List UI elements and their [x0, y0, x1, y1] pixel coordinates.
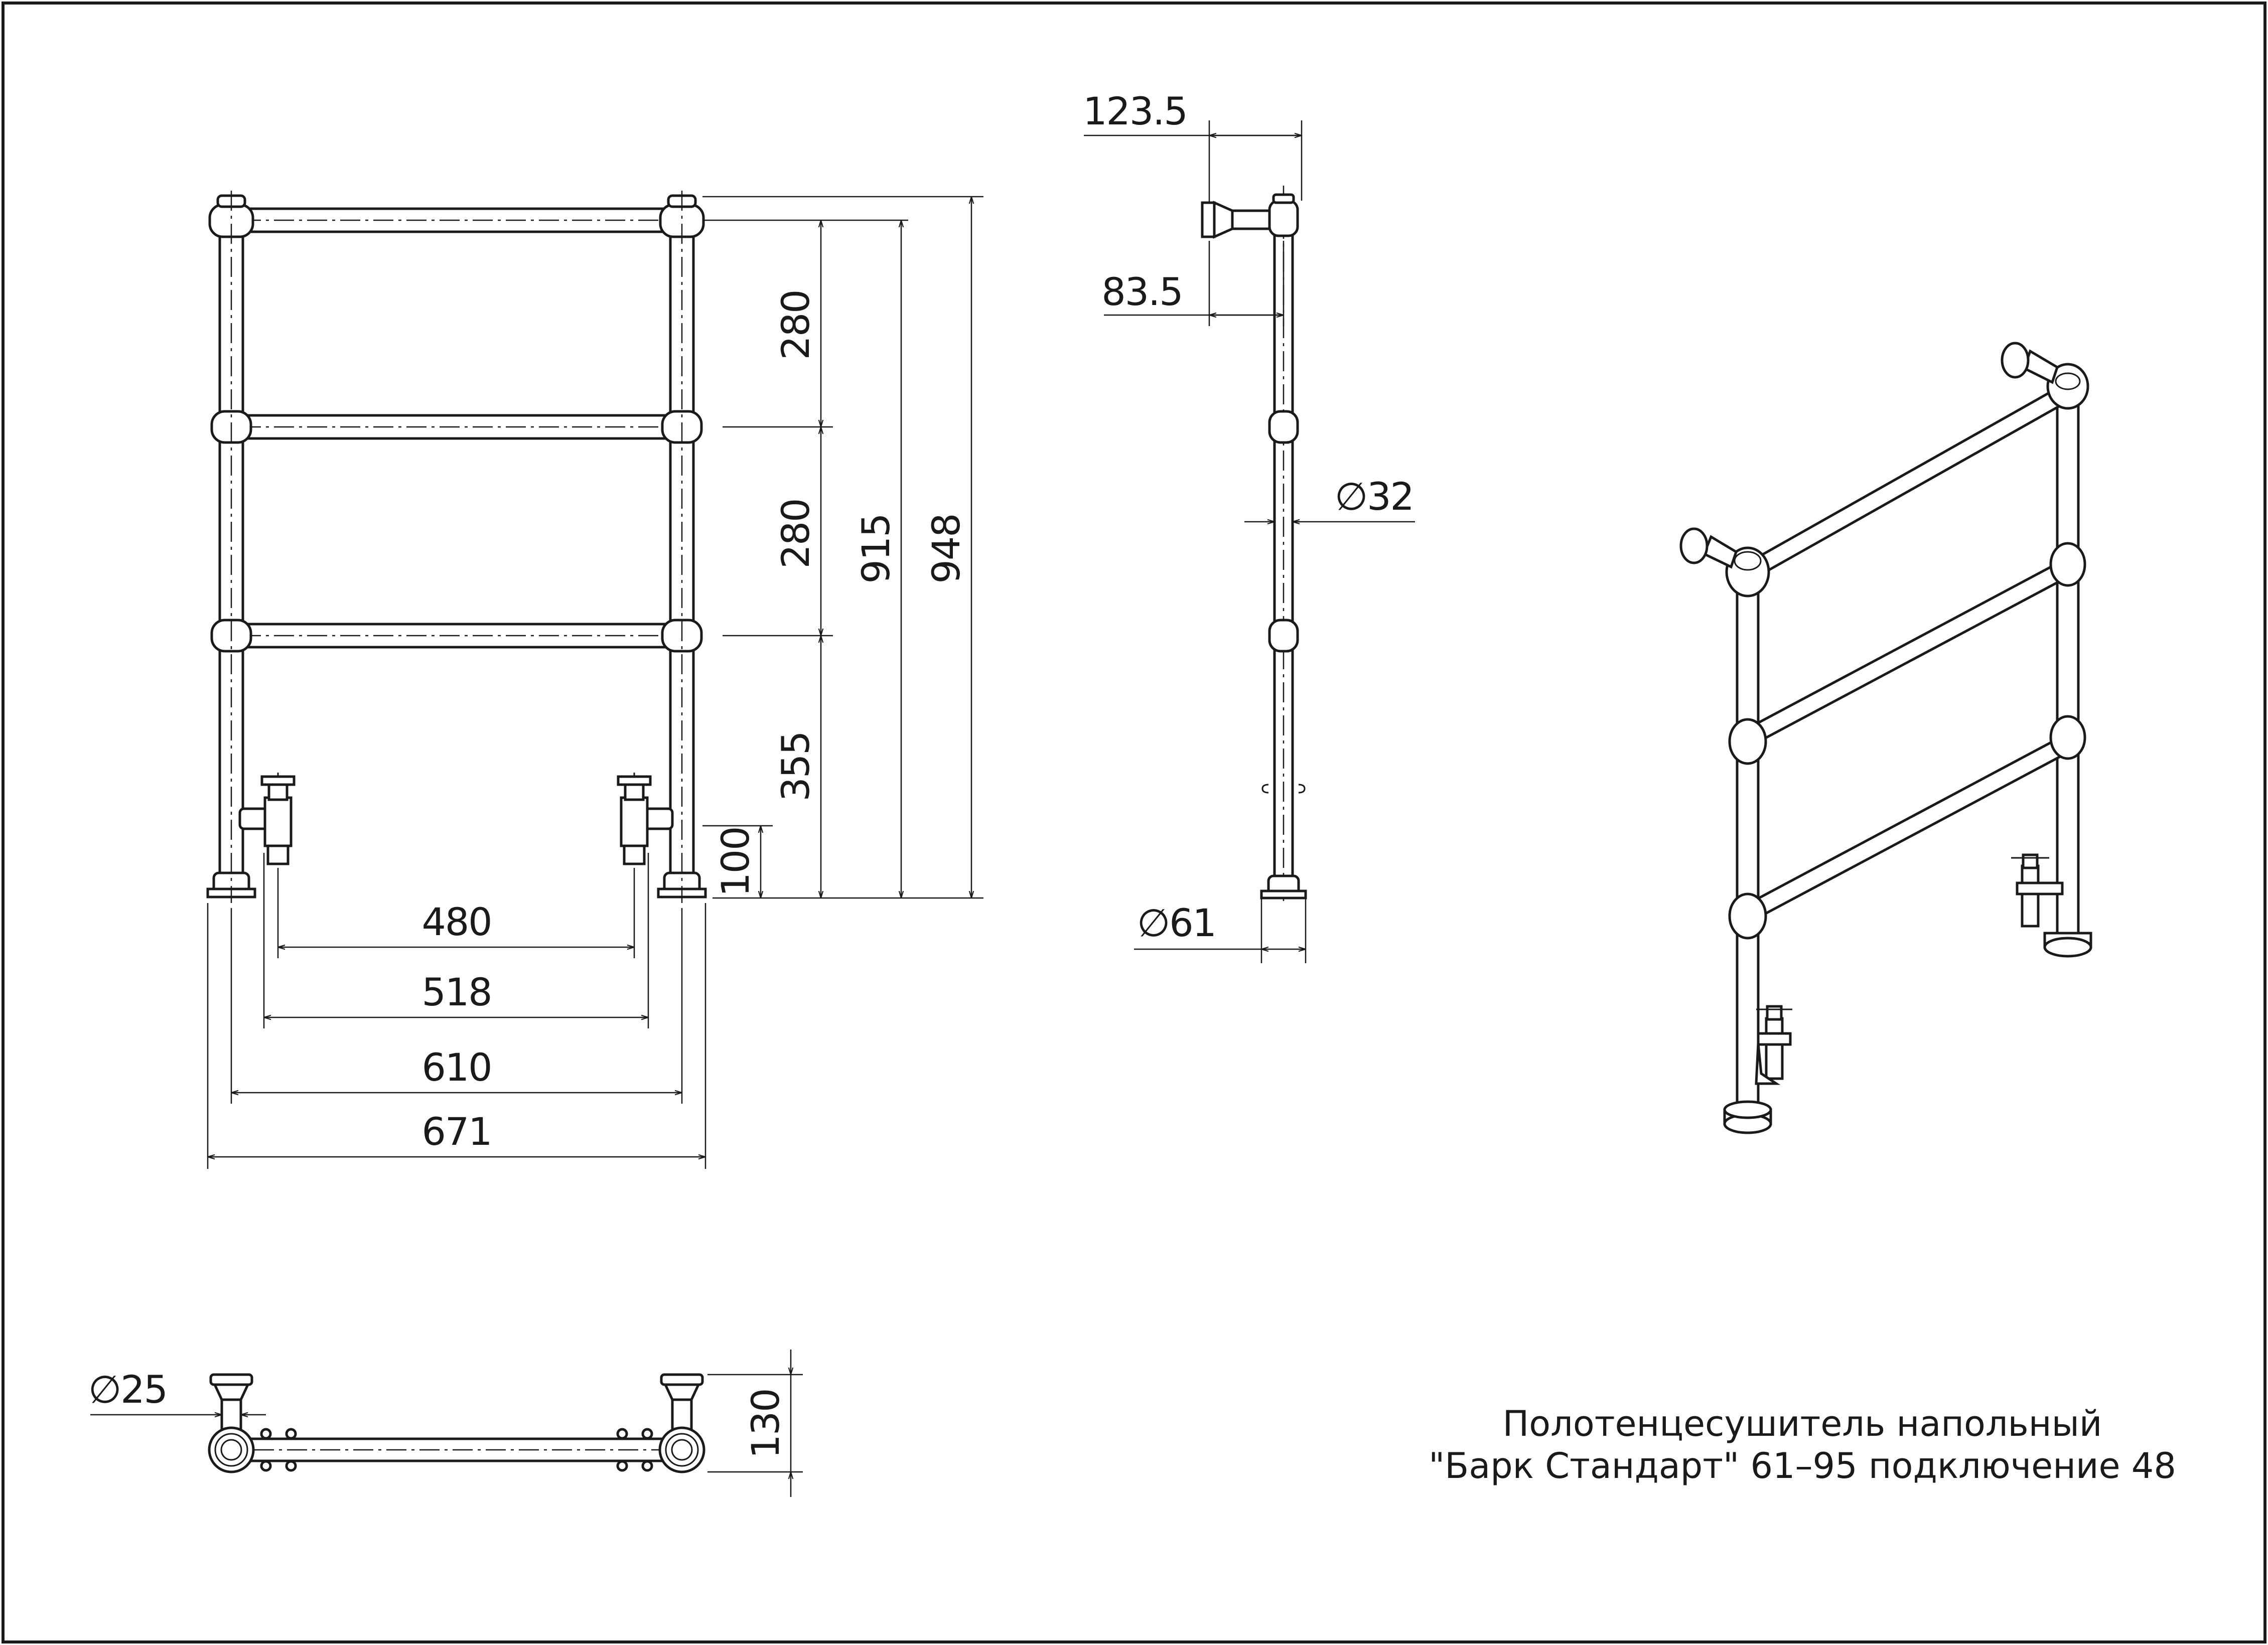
dim-480: 480	[421, 900, 491, 944]
iso-back-post	[2056, 390, 2080, 945]
dim-610: 610	[421, 1045, 491, 1090]
iso-back-valve	[2011, 853, 2064, 928]
isometric-view	[1679, 342, 2092, 1134]
dim-355: 355	[773, 731, 818, 801]
title-line-1: Полотенцесушитель напольный	[1503, 1403, 2102, 1444]
wall-bracket-rose	[1201, 201, 1216, 238]
iso-front-post	[1736, 575, 1760, 1120]
dim-diam-32: ∅32	[1335, 474, 1413, 519]
side-top-cap	[1268, 199, 1299, 237]
dim-100: 100	[713, 827, 758, 896]
side-joint-1	[1268, 410, 1299, 444]
side-joint-2	[1268, 619, 1299, 653]
dim-671: 671	[421, 1109, 491, 1154]
title-block: Полотенцесушитель напольный "Барк Станда…	[1429, 1403, 2176, 1486]
iso-front-valve	[1755, 1005, 1792, 1085]
title-line-2: "Барк Стандарт" 61–95 подключение 48	[1429, 1445, 2176, 1486]
left-post	[218, 219, 244, 884]
wall-bracket-cone	[1213, 201, 1234, 239]
iso-top-bar	[1746, 380, 2069, 584]
dim-diam-61: ∅61	[1137, 901, 1216, 945]
dim-280-upper: 280	[773, 290, 818, 360]
top-view: ∅25 130	[88, 1350, 803, 1497]
iso-middle-bar	[1746, 555, 2069, 750]
left-valve	[238, 773, 296, 865]
dim-280-lower: 280	[773, 499, 818, 568]
right-post	[669, 219, 695, 884]
iso-back-wall-rose	[2001, 342, 2030, 379]
dim-123-5: 123.5	[1083, 89, 1187, 133]
dim-130: 130	[743, 1389, 788, 1458]
dim-518: 518	[421, 970, 491, 1014]
dim-948: 948	[924, 514, 968, 583]
dim-83-5: 83.5	[1101, 269, 1182, 314]
dim-915: 915	[854, 514, 898, 583]
iso-front-wall-rose	[1679, 527, 1709, 564]
front-view: 280 280 355 915 948 100 480 518 610 671	[206, 191, 983, 1169]
side-view: 123.5 83.5 ∅32 ∅61	[1083, 89, 1415, 963]
right-valve	[617, 773, 674, 865]
dim-diam-25: ∅25	[88, 1367, 167, 1412]
